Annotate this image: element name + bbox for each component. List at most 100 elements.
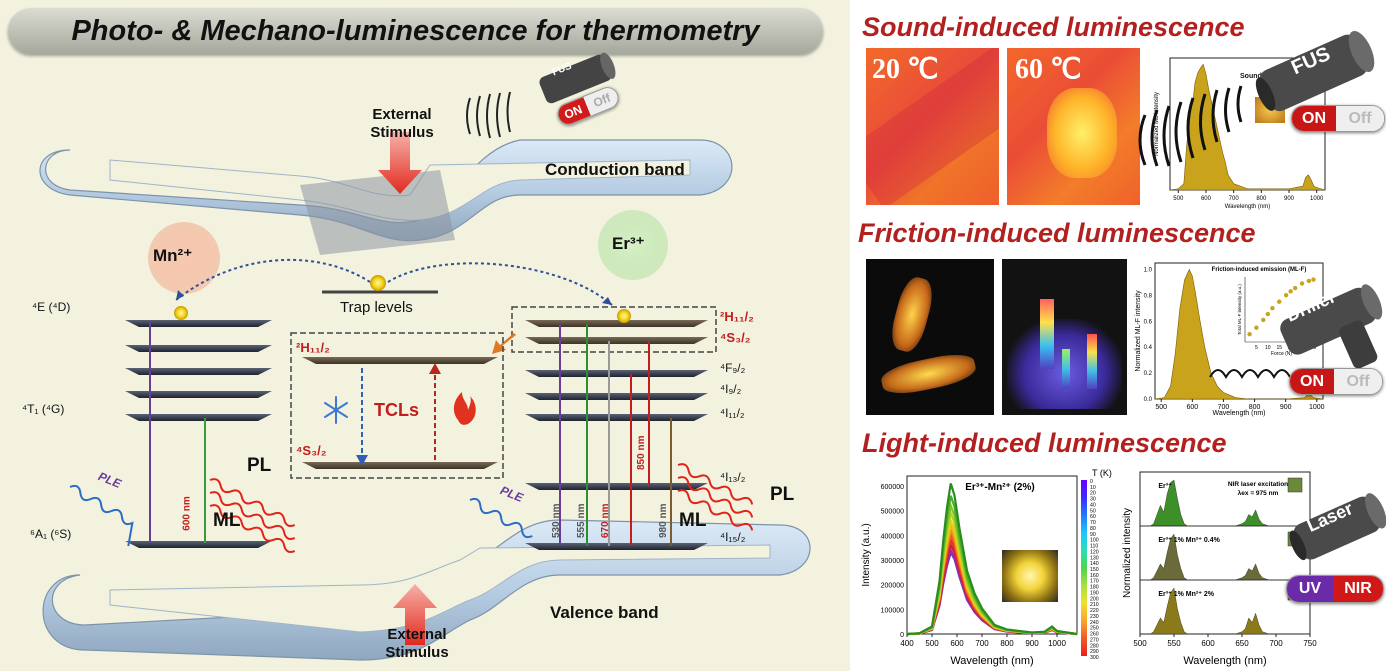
chart-background [855,462,1100,671]
inset-point [1306,278,1312,284]
colorbar-label: 200 [1090,596,1099,602]
x-tick-label: 900 [1280,404,1292,411]
colorbar-label: 10 [1090,485,1096,491]
series-label: Er³⁺ 1% Mn²⁺ 0.4% [1158,537,1220,544]
x-tick-label: 800 [1256,196,1267,202]
x-axis-label: Wavelength (nm) [1225,204,1270,210]
inset-point [1292,285,1298,291]
thermal-label-60c: 60 ℃ [1015,54,1082,85]
series-label: Er³⁺ 1% Mn²⁺ 2% [1158,591,1214,598]
colorbar-label: 30 [1090,497,1096,503]
er-ion-glow [598,210,668,280]
colorbar-title: T (K) [1092,468,1112,478]
chart-background [1118,466,1318,671]
x-tick-label: 800 [1249,404,1261,411]
inset-x-tick-label: 5 [1255,345,1258,351]
thermal-image-20c: 20 ℃ [866,48,999,205]
colorbar-label: 60 [1090,514,1096,520]
inset-point [1247,332,1252,337]
colorbar-label: 150 [1090,567,1099,573]
laser-nir: NIR [1333,576,1383,602]
colorbar-label: 190 [1090,590,1099,596]
x-tick-label: 800 [1000,639,1014,648]
er-level-4i13: ⁴I₁₃/₂ [720,470,746,484]
inset-point [1254,325,1259,330]
tcl-box [290,332,504,479]
x-tick-label: 900 [1284,196,1295,202]
friction-section-title: Friction-induced luminescence [858,218,1256,248]
sound-inset-title: Sound- [1240,73,1265,80]
friction-3d-map [1002,259,1127,415]
trap-electron [370,275,386,291]
x-tick-label: 700 [975,639,989,648]
colorbar-label: 50 [1090,508,1096,514]
er-level-4i15: ⁴I₁₅/₂ [720,530,746,544]
colorbar-label: 130 [1090,555,1099,561]
inset-x-tick-label: 10 [1265,345,1271,351]
y-axis-label: Normalized ML-F intensity [1135,290,1142,372]
fus-right-off: Off [1336,106,1384,131]
colorbar-label: 20 [1090,491,1096,497]
external-stimulus-arrow-top [378,132,422,194]
inset-point [1283,293,1289,298]
colorbar-label: 260 [1090,632,1099,638]
external-stimulus-top-label: External Stimulus [370,106,434,141]
y-tick-label: 0.4 [1144,345,1153,351]
page-title: Photo- & Mechano-luminescence for thermo… [8,8,823,54]
tcl-lower-level: ⁴S₃/₂ [296,443,327,458]
external-stimulus-bottom-label: External Stimulus [385,626,449,661]
trap-to-er-path [387,262,613,306]
laser-mode-toggle[interactable]: UV NIR [1286,575,1384,603]
chart-title: Friction-induced emission (ML-F) [1212,267,1307,273]
plot-frame [906,475,1078,635]
x-tick-label: 700 [1229,196,1240,202]
snowflake-icon [324,396,348,424]
colorbar-label: 220 [1090,608,1099,614]
colorbar-label: 80 [1090,526,1096,532]
y-tick-label: 300000 [881,558,904,565]
y-tick-label: 0.2 [1144,371,1153,377]
er-level-4i11: ⁴I₁₁/₂ [720,406,745,420]
pl-label-right: PL [770,484,795,505]
valence-band-label: Valence band [550,603,659,622]
inset-point [1299,281,1305,286]
er-ion-label: Er³⁺ [612,234,645,253]
colorbar-label: 100 [1090,538,1099,544]
fus-right-toggle[interactable]: ON Off [1291,105,1385,132]
mn-electron [174,306,188,320]
thermal-image-60c: 60 ℃ [1007,48,1140,205]
inset-x-axis-label: Force (N) [1271,351,1292,357]
y-tick-label: 1.0 [1144,267,1153,273]
er-level-2h11: ²H₁₁/₂ [720,309,754,324]
inset-point [1261,317,1266,323]
x-tick-label: 500 [1173,196,1184,202]
series-area [1154,268,1324,400]
mn-energy-levels [125,320,272,548]
colorbar-label: 140 [1090,561,1099,567]
er-level-4i9: ⁴I₉/₂ [720,382,742,396]
x-tick-label: 600 [1186,404,1198,411]
x-tick-label: 750 [1303,639,1317,648]
sample-photo [1002,550,1058,602]
y-tick-label: 0.6 [1144,319,1153,325]
x-tick-label: 400 [900,639,914,648]
x-axis-label: Wavelength (nm) [950,655,1033,667]
colorbar-gradient [1081,480,1087,656]
y-axis-label: Intensity (a.u.) [861,523,872,586]
x-tick-label: 600 [1201,196,1212,202]
colorbar-label: 290 [1090,649,1099,655]
driller-toggle[interactable]: ON Off [1289,368,1383,395]
mn-level-4t1: ⁴T₁ (⁴G) [22,402,65,416]
ml-label-right: ML [679,510,707,531]
colorbar-label: 90 [1090,532,1096,538]
y-tick-label: 100000 [881,607,904,614]
tcl-label: TCLs [374,400,419,420]
x-tick-label: 900 [1025,639,1039,648]
pl-label-left: PL [247,455,272,476]
mn-ion-glow [148,222,220,294]
x-tick-label: 700 [1218,404,1230,411]
x-tick-label: 500 [1155,404,1167,411]
y-tick-label: 0.0 [1144,397,1153,403]
colorbar-label: 180 [1090,585,1099,591]
